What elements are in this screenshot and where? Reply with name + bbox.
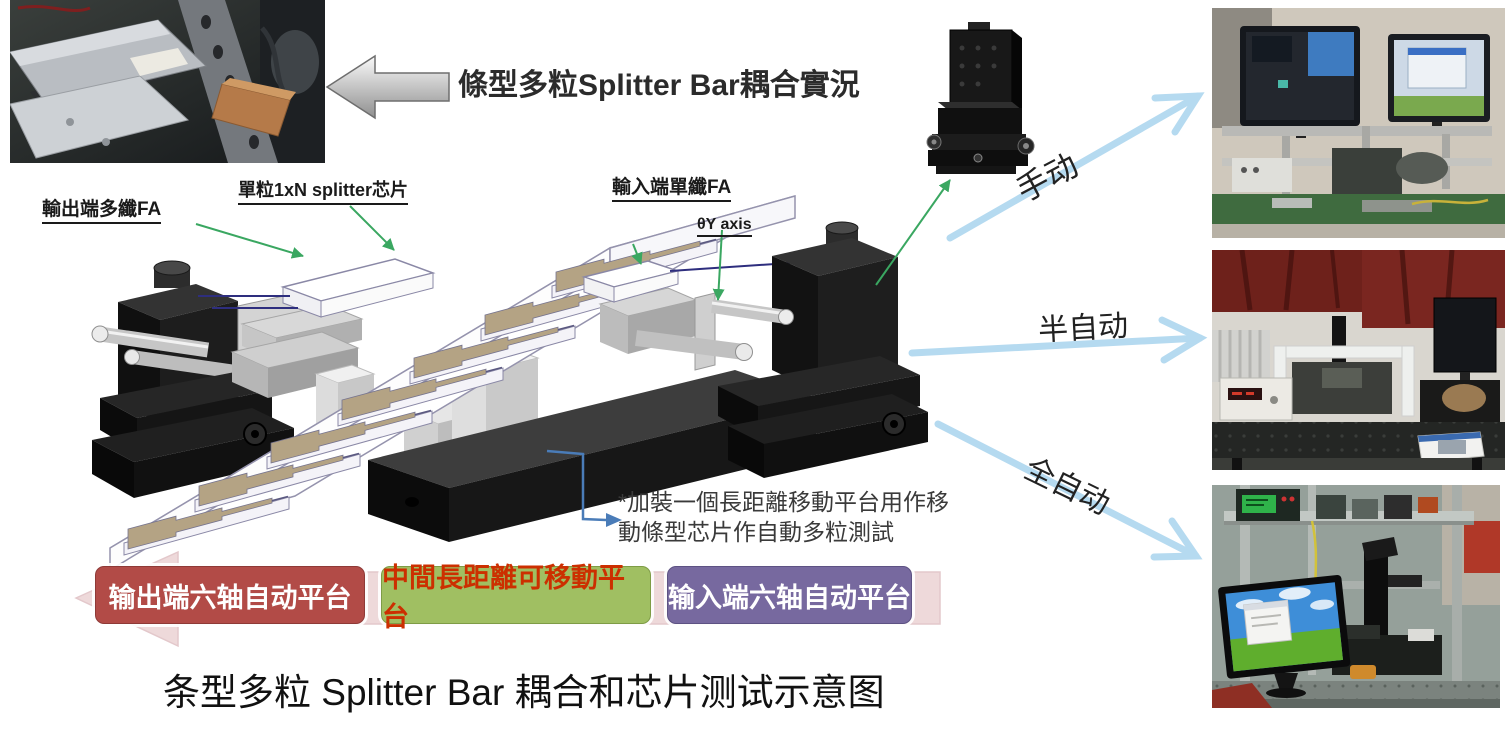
photo-coupling-closeup <box>10 0 325 163</box>
flow-arrow-semi <box>908 334 1204 357</box>
banner-box-middle-label: 中間長距離可移動平台 <box>382 563 625 632</box>
note-pointer-arrow <box>546 449 622 527</box>
flow-arrow-manual <box>946 92 1202 242</box>
long-travel-rail <box>368 370 816 542</box>
banner-box-input-label: 输入端六轴自动平台 <box>668 582 911 613</box>
photo-coupling-closeup-art <box>10 0 325 163</box>
banner-box-output-label: 输出端六轴自动平台 <box>108 582 352 613</box>
label-splitter-chip: 單粒1xN splitter芯片 <box>238 176 409 205</box>
mode-label-semi-auto: 半自动 <box>1037 309 1129 348</box>
arrow-to-splitter-bar <box>349 205 395 251</box>
label-output-fa: 輸出端多纖FA <box>42 194 162 224</box>
flow-arrow-manual-head <box>1151 92 1205 136</box>
output-fa-assembly <box>198 258 436 398</box>
left-stage <box>91 260 303 498</box>
flow-arrows <box>908 92 1208 561</box>
right-stage <box>634 221 928 478</box>
flow-arrow-full-head <box>1150 517 1203 561</box>
flow-arrow-semi-head <box>1158 316 1208 364</box>
arrow-theta-y <box>712 229 725 301</box>
label-theta-y-axis: θY axis <box>697 216 752 237</box>
photo-manual-stage-device <box>918 20 1043 185</box>
note-line-1: *加裝一個長距離移動平台用作移 <box>618 489 949 515</box>
arrow-to-manual-stage <box>875 179 951 286</box>
banner-box-input-stage: 输入端六轴自动平台 <box>667 566 912 624</box>
photo-full-auto-station <box>1212 485 1500 708</box>
input-fiber-line <box>669 262 791 272</box>
photo-semi-auto-station <box>1212 250 1505 470</box>
slide-caption: 条型多粒 Splitter Bar 耦合和芯片测试示意图 <box>163 672 885 713</box>
arrow-to-output-fa <box>195 223 304 259</box>
label-input-fa: 輸入端單纖FA <box>612 172 732 202</box>
photo-manual-station <box>1212 8 1505 238</box>
banner-box-output-stage: 输出端六轴自动平台 <box>95 566 365 624</box>
note-text: *加裝一個長距離移動平台用作移 動條型芯片作自動多粒測試 <box>618 487 958 547</box>
arrow-to-input-fa <box>631 243 643 265</box>
banner-box-middle-stage: 中間長距離可移動平台 <box>381 563 651 632</box>
green-pointer-arrows <box>195 179 951 301</box>
note-line-2: 動條型芯片作自動多粒測試 <box>618 519 894 545</box>
flow-arrow-full <box>934 420 1200 560</box>
callout-label: 條型多粒Splitter Bar耦合實況 <box>458 69 860 102</box>
callout-arrow-left <box>323 52 453 122</box>
